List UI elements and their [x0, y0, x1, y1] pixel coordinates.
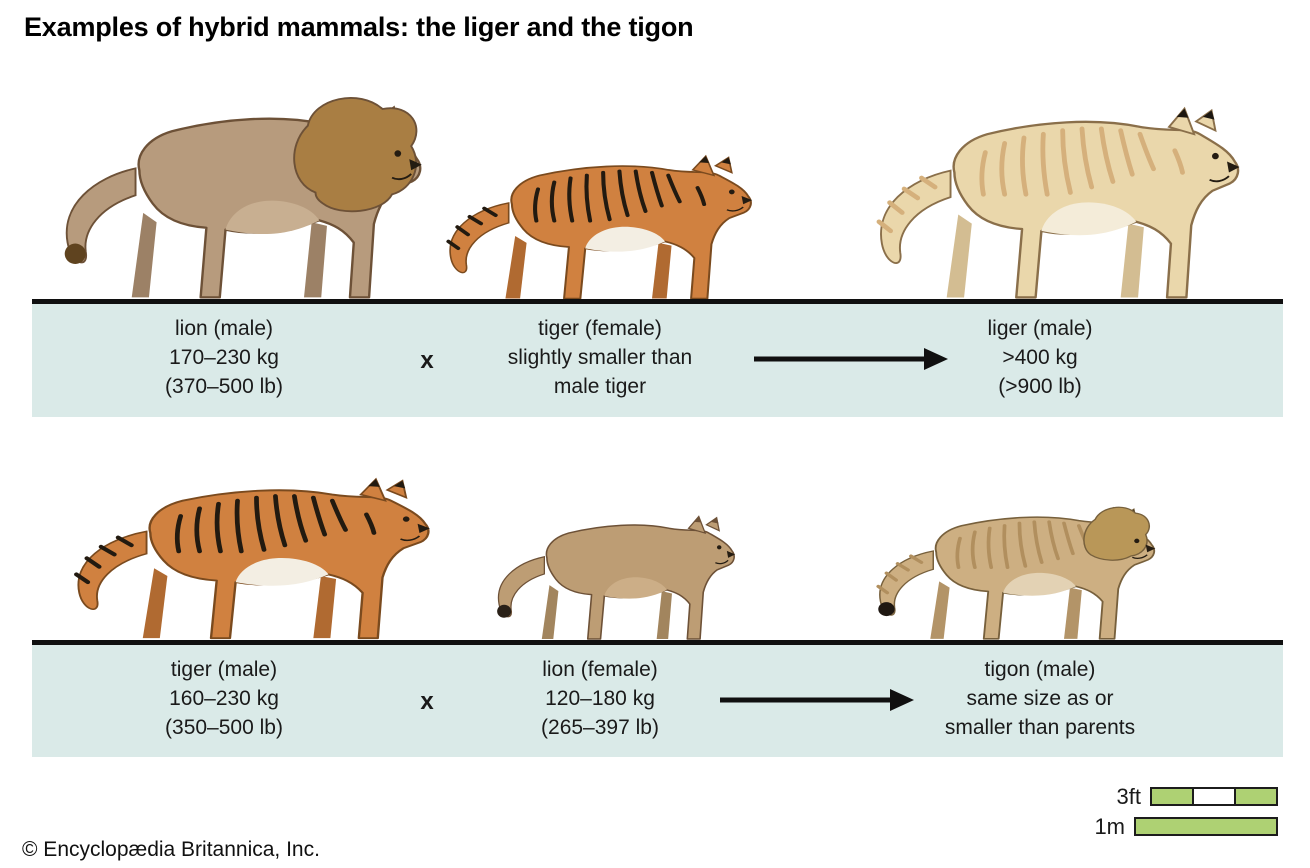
label-lion-female: lion (female) 120–180 kg (265–397 lb) — [450, 655, 750, 742]
scale-row-feet: 3ft — [1058, 784, 1278, 809]
animal-detail: slightly smaller than — [507, 346, 693, 369]
animal-detail: smaller than parents — [944, 716, 1136, 739]
cross-band-row1: lion (male) 170–230 kg (370–500 lb) x ti… — [32, 304, 1283, 417]
label-tiger-male: tiger (male) 160–230 kg (350–500 lb) — [74, 655, 374, 742]
animal-name: tiger (male) — [170, 658, 278, 681]
tigon-male-illustration — [856, 484, 1168, 642]
scale-row-meter: 1m — [1058, 814, 1278, 839]
scale-bar-segment — [1152, 789, 1192, 804]
lion-female-illustration — [478, 494, 746, 642]
lion-male-illustration — [36, 70, 438, 302]
liger-male-illustration — [850, 74, 1256, 302]
scale-bar-3ft — [1150, 787, 1278, 806]
animal-name: tiger (female) — [538, 317, 662, 340]
arrow-icon — [754, 346, 948, 372]
ground-line-row2 — [32, 640, 1283, 645]
animal-detail: (>900 lb) — [998, 375, 1082, 398]
scale-feet-label: 3ft — [1116, 784, 1141, 809]
animal-detail: >400 kg — [1002, 346, 1078, 369]
label-liger-male: liger (male) >400 kg (>900 lb) — [890, 314, 1190, 401]
animal-name: lion (female) — [542, 658, 658, 681]
cross-symbol: x — [420, 688, 434, 715]
animal-detail: 160–230 kg — [169, 687, 279, 710]
tiger-male-illustration — [48, 450, 446, 642]
animal-detail: same size as or — [966, 687, 1114, 710]
animal-name: tigon (male) — [984, 658, 1096, 681]
label-lion-male: lion (male) 170–230 kg (370–500 lb) — [74, 314, 374, 401]
animal-detail: male tiger — [553, 375, 647, 398]
scale-bar-1m — [1134, 817, 1278, 836]
scale-bar-segment — [1192, 789, 1236, 804]
cross-symbol: x — [420, 347, 434, 374]
scale-legend: 3ft 1m — [1058, 786, 1278, 846]
ground-line-row1 — [32, 299, 1283, 304]
animal-detail: 170–230 kg — [169, 346, 279, 369]
label-tigon-male: tigon (male) same size as or smaller tha… — [890, 655, 1190, 742]
animal-detail: (265–397 lb) — [541, 716, 659, 739]
cross-band-row2: tiger (male) 160–230 kg (350–500 lb) x l… — [32, 645, 1283, 757]
scale-meter-label: 1m — [1094, 814, 1125, 839]
label-tiger-female: tiger (female) slightly smaller than mal… — [450, 314, 750, 401]
animal-detail: (370–500 lb) — [165, 375, 283, 398]
page-title: Examples of hybrid mammals: the liger an… — [24, 12, 694, 42]
animal-detail: (350–500 lb) — [165, 716, 283, 739]
animal-detail: 120–180 kg — [545, 687, 655, 710]
scale-bar-segment — [1236, 789, 1276, 804]
arrow-icon — [720, 687, 914, 713]
tiger-female-illustration — [424, 130, 766, 302]
animal-name: liger (male) — [987, 317, 1093, 340]
animal-name: lion (male) — [174, 317, 274, 340]
copyright-credit: © Encyclopædia Britannica, Inc. — [22, 838, 320, 861]
